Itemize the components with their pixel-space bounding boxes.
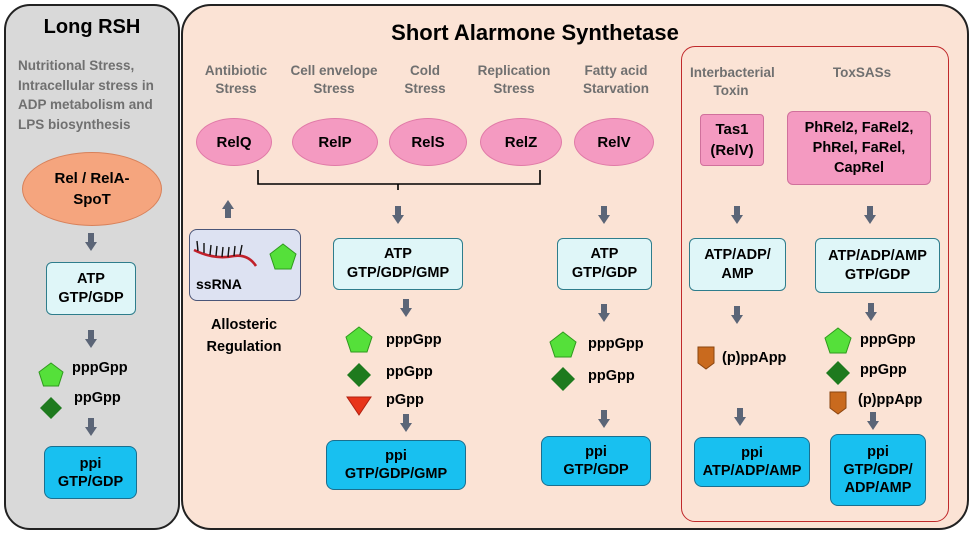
enzyme-relq: RelQ bbox=[196, 118, 272, 166]
stress-label-cell-envelope: Cell envelope Stress bbox=[290, 63, 378, 96]
arrow-down-icon bbox=[867, 412, 879, 430]
allosteric-regulation-label: Allosteric Regulation bbox=[206, 317, 282, 355]
relv-product-pppgpp: pppGpp bbox=[588, 336, 644, 352]
tas1-substrate-box: ATP/ADP/ AMP bbox=[689, 238, 786, 291]
relv-final-box: ppi GTP/GDP bbox=[541, 436, 651, 486]
group-substrate-box: ATP GTP/GDP/GMP bbox=[333, 238, 463, 290]
long-rsh-final-box: ppi GTP/GDP bbox=[44, 446, 137, 499]
toxsas-label: ToxSASs bbox=[832, 65, 892, 80]
enzyme-relz: RelZ bbox=[480, 118, 562, 166]
bracket-connector bbox=[257, 170, 541, 190]
rel-rela-spot-label: Rel / RelA-SpoT bbox=[54, 170, 130, 208]
arrow-down-icon bbox=[85, 418, 97, 436]
arrow-down-icon bbox=[400, 299, 412, 317]
arrow-down-icon bbox=[85, 330, 97, 348]
sas-title: Short Alarmone Synthetase bbox=[391, 20, 679, 45]
toxsas-enzymes-box: PhRel2, FaRel2, PhRel, FaRel, CapRel bbox=[787, 111, 931, 185]
arrow-down-icon bbox=[864, 206, 876, 224]
tas1-relv-label: Tas1 (RelV) bbox=[710, 121, 754, 159]
diamond-ppgpp-icon bbox=[551, 367, 575, 391]
ssrna-strand-icon bbox=[193, 240, 258, 267]
toxsas-substrate-box: ATP/ADP/AMP GTP/GDP bbox=[815, 238, 940, 293]
toxin-panel bbox=[681, 46, 949, 522]
toxsas-enzymes-label: PhRel2, FaRel2, PhRel, FaRel, CapRel bbox=[804, 120, 914, 176]
arrow-up-icon bbox=[222, 200, 234, 218]
ssrna-label: ssRNA bbox=[196, 276, 242, 292]
pentagon-pppgpp-icon bbox=[269, 243, 297, 270]
arrow-down-icon bbox=[731, 306, 743, 324]
arrow-down-icon bbox=[734, 408, 746, 426]
tag-ppapp-icon bbox=[829, 391, 847, 415]
stress-label-replication: Replication Stress bbox=[477, 63, 551, 96]
rel-rela-spot-enzyme: Rel / RelA-SpoT bbox=[22, 152, 162, 226]
pentagon-pppgpp-icon bbox=[345, 326, 373, 353]
toxsas-product-ppapp: (p)ppApp bbox=[858, 392, 923, 408]
interbacterial-toxin-label: Interbacterial Toxin bbox=[690, 65, 775, 98]
long-rsh-product-ppgpp: ppGpp bbox=[74, 390, 121, 406]
triangle-pgpp-icon bbox=[346, 396, 372, 416]
stress-label-antibiotic: Antibiotic Stress bbox=[204, 63, 268, 96]
pentagon-pppgpp-icon bbox=[549, 331, 577, 358]
stress-label-fatty-acid: Fatty acid Starvation bbox=[582, 63, 650, 96]
pentagon-pppgpp-icon bbox=[824, 327, 852, 354]
group-final-box: ppi GTP/GDP/GMP bbox=[326, 440, 466, 490]
diamond-ppgpp-icon bbox=[40, 397, 62, 419]
group-product-pppgpp: pppGpp bbox=[386, 332, 442, 348]
relv-substrate-box: ATP GTP/GDP bbox=[557, 238, 652, 290]
arrow-down-icon bbox=[400, 414, 412, 432]
arrow-down-icon bbox=[85, 233, 97, 251]
pentagon-pppgpp-icon bbox=[38, 362, 64, 387]
long-rsh-product-pppgpp: pppGpp bbox=[72, 360, 128, 376]
arrow-down-icon bbox=[598, 410, 610, 428]
arrow-down-icon bbox=[865, 303, 877, 321]
arrow-down-icon bbox=[598, 206, 610, 224]
tas1-relv-box: Tas1 (RelV) bbox=[700, 114, 764, 166]
arrow-down-icon bbox=[598, 304, 610, 322]
enzyme-rels: RelS bbox=[389, 118, 467, 166]
enzyme-relp: RelP bbox=[292, 118, 378, 166]
toxsas-product-ppgpp: ppGpp bbox=[860, 362, 907, 378]
tas1-final-box: ppi ATP/ADP/AMP bbox=[694, 437, 810, 487]
toxsas-product-pppgpp: pppGpp bbox=[860, 332, 916, 348]
long-rsh-substrate-box: ATP GTP/GDP bbox=[46, 262, 136, 315]
relv-product-ppgpp: ppGpp bbox=[588, 368, 635, 384]
diamond-ppgpp-icon bbox=[826, 361, 850, 385]
long-rsh-title: Long RSH bbox=[43, 16, 141, 38]
group-product-pgpp: pGpp bbox=[386, 392, 424, 408]
group-product-ppgpp: ppGpp bbox=[386, 364, 433, 380]
tag-ppapp-icon bbox=[697, 346, 715, 370]
diamond-ppgpp-icon bbox=[347, 363, 371, 387]
long-rsh-stress-text: Nutritional Stress, Intracellular stress… bbox=[18, 58, 154, 132]
arrow-down-icon bbox=[731, 206, 743, 224]
arrow-down-icon bbox=[392, 206, 404, 224]
tas1-product-ppapp: (p)ppApp bbox=[722, 350, 787, 366]
stress-label-cold: Cold Stress bbox=[404, 63, 446, 96]
toxsas-final-box: ppi GTP/GDP/ ADP/AMP bbox=[830, 434, 926, 506]
enzyme-relv: RelV bbox=[574, 118, 654, 166]
